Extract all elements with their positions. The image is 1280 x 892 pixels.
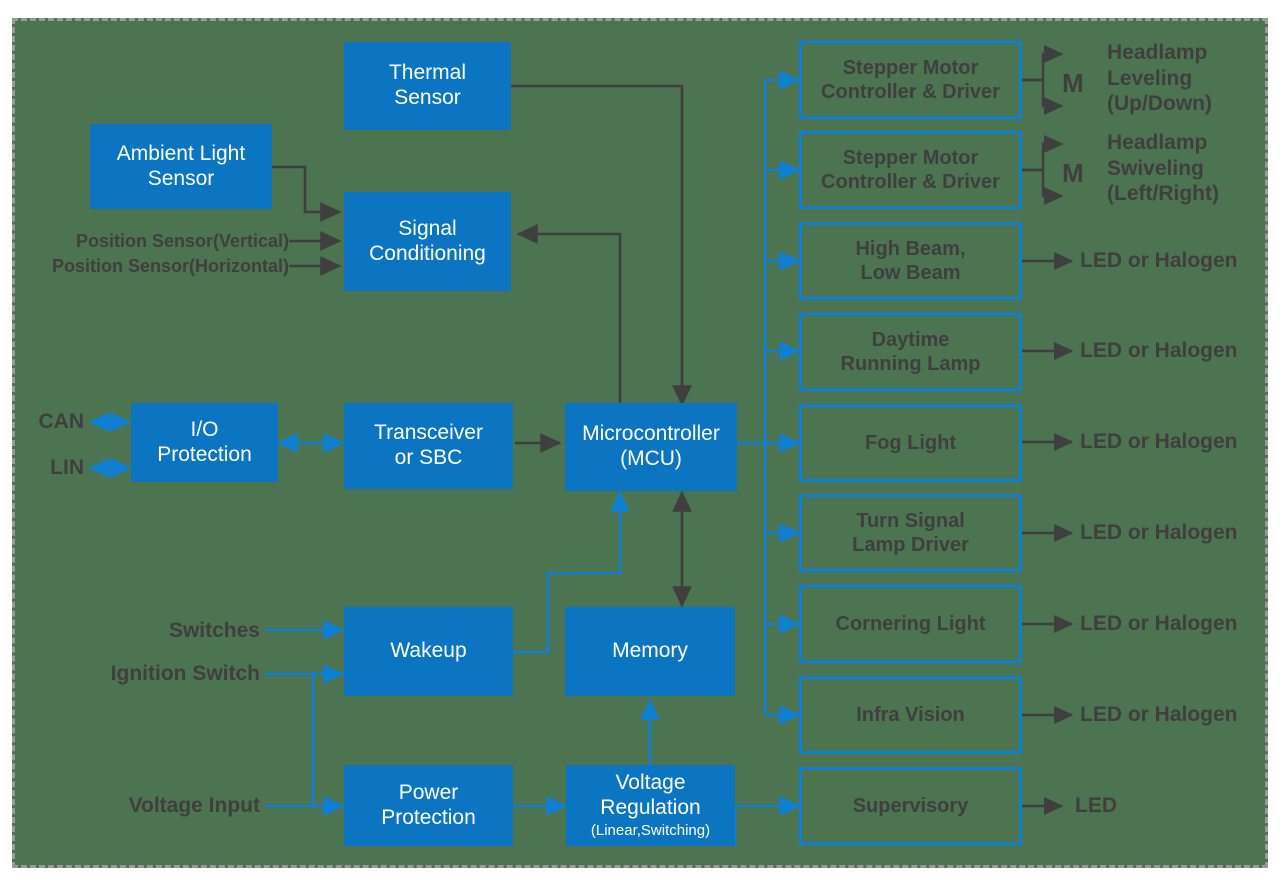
label-motor-symbol-2: M [1062,158,1084,188]
label-lin: LIN [50,456,84,479]
label-led-or-halogen-3: LED or Halogen [1080,430,1238,453]
block-cornering-light[interactable]: Cornering Light [799,585,1022,663]
block-high-low-beam-line1: High Beam, [855,238,966,260]
label-position-sensor-vertical: Position Sensor(Vertical) [75,231,289,251]
label-headlamp-leveling-line1: Headlamp [1107,41,1208,64]
block-microcontroller[interactable]: Microcontroller (MCU) [565,403,737,491]
block-fog-light[interactable]: Fog Light [799,404,1022,482]
block-transceiver-or-sbc-line2: or SBC [394,446,463,469]
block-stepper-motor-2[interactable]: Stepper Motor Controller & Driver [799,131,1022,209]
block-cornering-light-line1: Cornering Light [835,613,986,635]
block-turn-signal-lamp-driver-line2: Lamp Driver [852,534,969,556]
block-infra-vision[interactable]: Infra Vision [799,676,1022,754]
block-supervisory-line1: Supervisory [852,795,969,817]
block-memory-line1: Memory [612,639,688,663]
label-can: CAN [38,410,85,433]
block-thermal-sensor-line1: Thermal [388,61,467,85]
label-led-or-halogen-4: LED or Halogen [1080,521,1238,544]
block-signal-conditioning[interactable]: Signal Conditioning [344,192,511,291]
block-ambient-light-sensor-line1: Ambient Light [116,141,246,165]
block-daytime-running-lamp-line2: Running Lamp [840,353,981,375]
block-daytime-running-lamp-line1: Daytime [871,329,950,351]
block-ambient-light-sensor[interactable]: Ambient Light Sensor [90,124,272,209]
label-voltage-input: Voltage Input [128,794,260,817]
block-high-low-beam[interactable]: High Beam, Low Beam [799,222,1022,300]
label-position-sensor-horizontal: Position Sensor(Horizontal) [51,256,289,276]
block-power-protection-line1: Power [398,780,459,804]
block-voltage-regulation-line2: Regulation [600,795,701,819]
block-infra-vision-line1: Infra Vision [856,704,965,726]
block-power-protection[interactable]: Power Protection [344,765,513,846]
block-turn-signal-lamp-driver-line1: Turn Signal [856,510,965,532]
label-led-or-halogen-2: LED or Halogen [1080,339,1238,362]
block-power-protection-line2: Protection [381,805,476,829]
block-microcontroller-line2: (MCU) [620,447,682,470]
block-wakeup-line1: Wakeup [390,639,467,663]
block-turn-signal-lamp-driver[interactable]: Turn Signal Lamp Driver [799,494,1022,572]
block-io-protection[interactable]: I/O Protection [131,403,278,482]
block-fog-light-line1: Fog Light [864,432,957,454]
label-led: LED [1075,794,1117,817]
label-headlamp-leveling: Headlamp Leveling (Up/Down) [1107,40,1212,117]
block-io-protection-line2: Protection [157,442,252,466]
block-memory[interactable]: Memory [565,607,735,696]
block-microcontroller-line1: Microcontroller [582,422,720,446]
label-led-or-halogen-6: LED or Halogen [1080,703,1238,726]
block-voltage-regulation[interactable]: Voltage Regulation (Linear,Switching) [566,765,735,846]
block-stepper-motor-1-line1: Stepper Motor [842,57,979,79]
block-ambient-light-sensor-line2: Sensor [147,166,215,190]
block-io-protection-line1: I/O [190,417,219,441]
label-headlamp-swiveling-line2: Swiveling [1107,156,1204,180]
block-stepper-motor-1[interactable]: Stepper Motor Controller & Driver [799,41,1022,119]
block-thermal-sensor-line2: Sensor [394,86,461,109]
block-supervisory[interactable]: Supervisory [799,767,1022,845]
block-voltage-regulation-line1: Voltage [615,770,686,794]
block-daytime-running-lamp[interactable]: Daytime Running Lamp [799,313,1022,391]
block-transceiver-or-sbc[interactable]: Transceiver or SBC [344,403,513,489]
label-led-or-halogen-5: LED or Halogen [1080,612,1238,635]
label-ignition-switch: Ignition Switch [110,662,260,685]
block-stepper-motor-2-line1: Stepper Motor [842,147,979,169]
block-signal-conditioning-line1: Signal [398,216,457,240]
label-headlamp-swiveling-line3: (Left/Right) [1107,182,1219,206]
block-voltage-regulation-sub: (Linear,Switching) [590,822,711,840]
label-motor-symbol-1: M [1062,68,1084,98]
label-headlamp-leveling-line2: Leveling [1107,66,1193,90]
block-wakeup[interactable]: Wakeup [344,607,513,696]
label-headlamp-swiveling-line1: Headlamp [1107,131,1208,154]
block-stepper-motor-1-line2: Controller & Driver [821,81,1000,103]
block-thermal-sensor[interactable]: Thermal Sensor [344,42,511,130]
label-switches: Switches [168,619,260,642]
block-transceiver-or-sbc-line1: Transceiver [374,421,483,445]
label-headlamp-swiveling: Headlamp Swiveling (Left/Right) [1107,130,1219,207]
block-stepper-motor-2-line2: Controller & Driver [821,171,1000,193]
block-signal-conditioning-line2: Conditioning [369,241,486,265]
label-led-or-halogen-1: LED or Halogen [1080,249,1238,272]
block-high-low-beam-line2: Low Beam [860,262,961,284]
label-headlamp-leveling-line3: (Up/Down) [1107,92,1212,116]
